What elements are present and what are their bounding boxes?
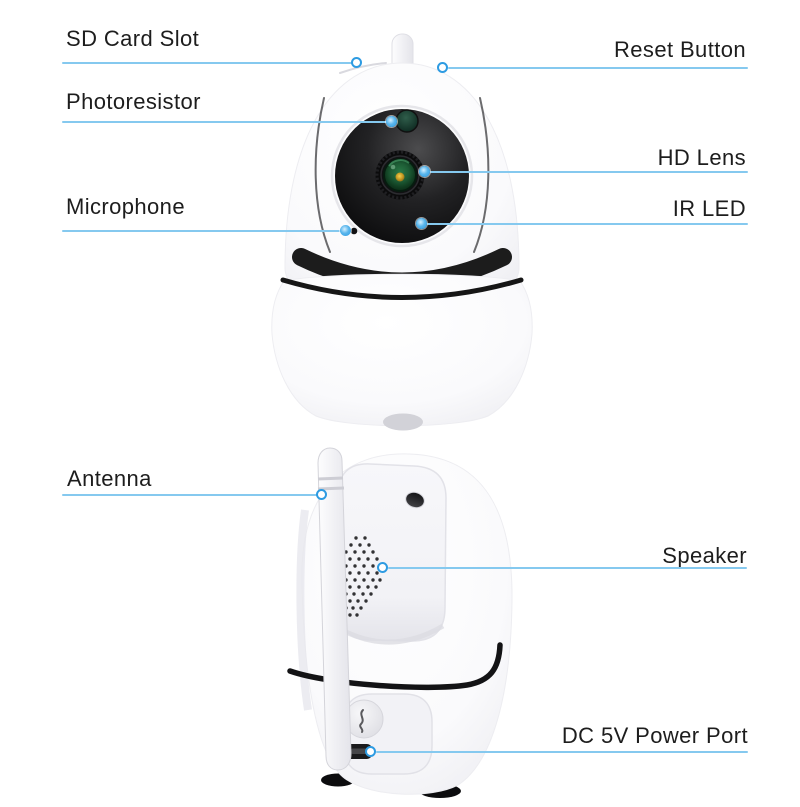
label-dc-power-port: DC 5V Power Port	[561, 723, 748, 748]
label-antenna: Antenna	[67, 466, 152, 491]
leader-line-antenna	[62, 494, 318, 496]
marker-photoresistor	[386, 116, 397, 127]
photoresistor-graphic	[395, 109, 419, 133]
label-reset-button: Reset Button	[614, 37, 746, 62]
leader-line-reset-button	[448, 67, 748, 69]
camera-body-graphic	[271, 273, 533, 427]
antenna-graphic	[317, 447, 352, 771]
marker-hd-lens	[419, 166, 430, 177]
label-photoresistor: Photoresistor	[66, 89, 201, 114]
hd-lens-graphic	[375, 150, 425, 200]
leader-line-microphone	[62, 230, 342, 232]
marker-dc-power-port	[365, 746, 376, 757]
label-ir-led: IR LED	[672, 196, 746, 221]
marker-microphone	[340, 225, 351, 236]
hinge-mark-graphic	[359, 709, 364, 733]
panel-shadow-graphic	[340, 623, 445, 645]
microphone-hole-graphic	[350, 227, 358, 235]
camera-front-view-illustration	[271, 33, 533, 431]
leader-line-hd-lens	[430, 171, 748, 173]
label-hd-lens: HD Lens	[657, 145, 746, 170]
mount-hole-graphic	[405, 491, 425, 509]
body-edge-shading-graphic	[296, 509, 312, 711]
leader-line-speaker	[388, 567, 747, 569]
leader-line-ir-led	[427, 223, 748, 225]
label-microphone: Microphone	[66, 194, 185, 219]
head-seam-left-graphic	[314, 97, 331, 253]
marker-speaker	[377, 562, 388, 573]
leader-line-sd-card-slot	[62, 62, 353, 64]
usb-port-slot-graphic	[350, 748, 368, 754]
marker-sd-card-slot	[351, 57, 362, 68]
label-sd-card-slot: SD Card Slot	[66, 26, 200, 51]
leader-line-dc-power-port	[376, 751, 748, 753]
antenna-ridge-graphic	[317, 486, 345, 491]
face-rim-graphic	[330, 104, 474, 248]
base-nub-graphic	[383, 413, 423, 431]
sd-card-slot-groove-graphic	[339, 62, 387, 74]
label-speaker: Speaker	[662, 543, 747, 568]
marker-ir-led	[416, 218, 427, 229]
leader-line-photoresistor	[62, 121, 388, 123]
marker-reset-button	[437, 62, 448, 73]
head-seam-right-graphic	[473, 97, 490, 253]
antenna-ridge-graphic	[317, 476, 344, 481]
marker-antenna	[316, 489, 327, 500]
body-seam-graphic	[280, 277, 524, 300]
camera-back-view-illustration	[287, 447, 513, 798]
